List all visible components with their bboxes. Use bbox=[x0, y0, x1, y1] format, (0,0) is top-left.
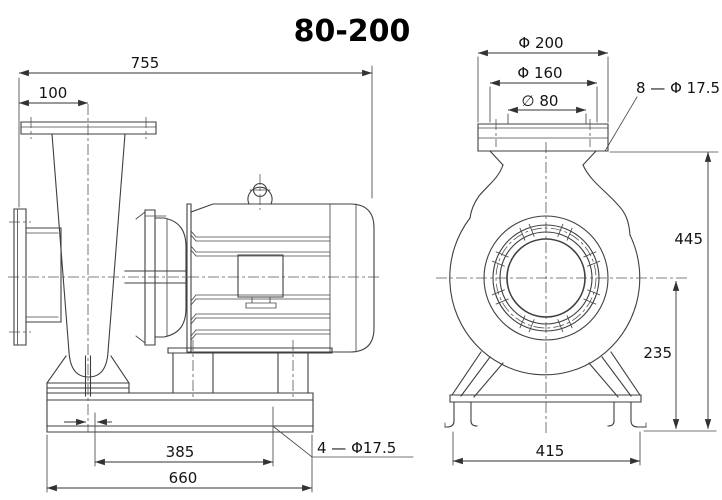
dim-axis-height-label: 235 bbox=[643, 344, 672, 362]
drawing-title: 80-200 bbox=[294, 14, 411, 49]
dim-overall-length-label: 755 bbox=[131, 54, 160, 72]
front-view-centerlines bbox=[436, 142, 690, 436]
suction-flange bbox=[9, 208, 62, 346]
baseplate bbox=[46, 392, 314, 441]
motor-pedestal bbox=[167, 340, 333, 400]
channel-base bbox=[444, 394, 647, 428]
lifting-eye-bolt bbox=[247, 174, 273, 210]
dim-base-length-label: 660 bbox=[169, 469, 198, 487]
anchor-holes-label: 4 — Φ17.5 bbox=[317, 439, 396, 457]
dim-anchor-spacing-label: 385 bbox=[166, 443, 195, 461]
dim-port-dia-label: ∅ 80 bbox=[522, 92, 559, 110]
dim-overall-height-label: 445 bbox=[674, 230, 703, 248]
discharge-pipe bbox=[20, 117, 157, 397]
front-view-dimensions: Φ 200 Φ 160 ∅ 80 8 — Φ 17.5 445 235 415 bbox=[452, 34, 720, 466]
motor bbox=[167, 174, 375, 400]
bearing-bracket bbox=[124, 209, 188, 346]
side-view-centerlines bbox=[8, 104, 380, 432]
dim-flange-od-label: Φ 200 bbox=[518, 34, 563, 52]
side-view: 755 100 385 660 4 — Φ17.5 bbox=[8, 54, 414, 493]
dim-flange-to-axis-label: 100 bbox=[39, 84, 68, 102]
flange-holes-label: 8 — Φ 17.5 bbox=[636, 79, 720, 97]
front-view: Φ 200 Φ 160 ∅ 80 8 — Φ 17.5 445 235 415 bbox=[436, 34, 720, 466]
support-legs bbox=[451, 351, 641, 398]
front-discharge-flange bbox=[477, 119, 609, 166]
dim-bolt-circle-label: Φ 160 bbox=[517, 64, 562, 82]
side-view-dimensions: 755 100 385 660 4 — Φ17.5 bbox=[18, 54, 414, 493]
volute-casing bbox=[449, 164, 641, 376]
dim-base-width-label: 415 bbox=[536, 442, 565, 460]
pump-support-foot bbox=[46, 355, 130, 394]
terminal-box bbox=[237, 254, 284, 309]
